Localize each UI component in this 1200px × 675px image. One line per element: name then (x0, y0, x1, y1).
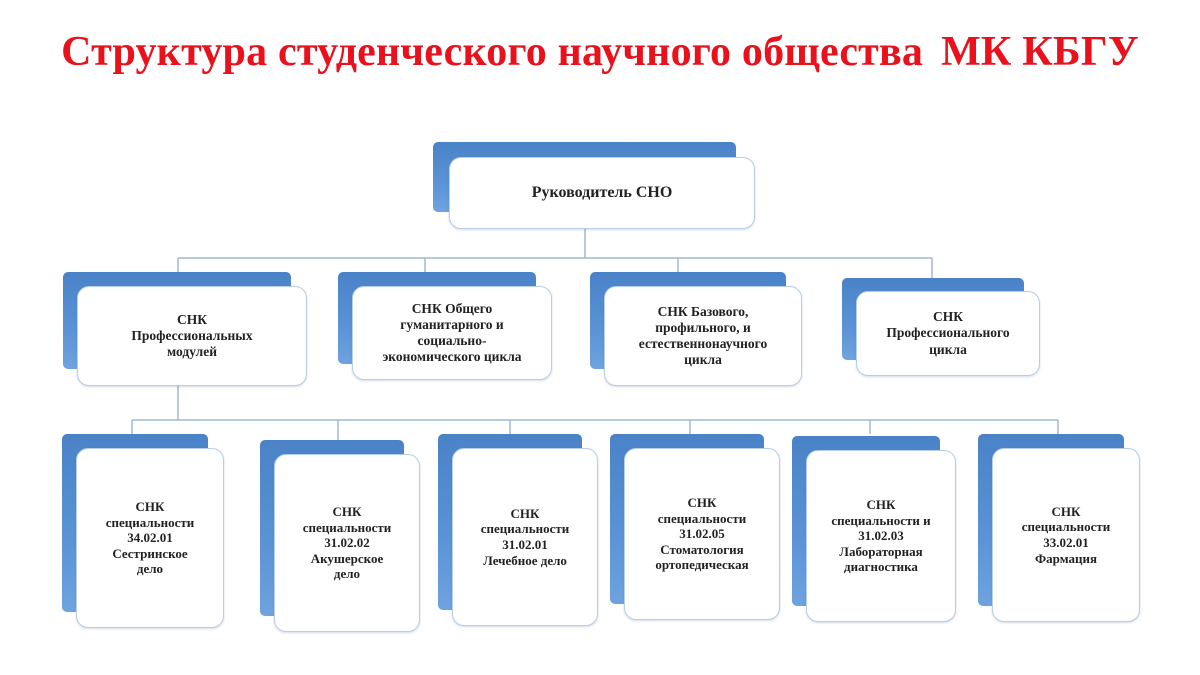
node-level1-prof-cycle: СНК Профессионального цикла (842, 278, 1040, 376)
node-root-box: Руководитель СНО (449, 157, 755, 229)
node-label: СНК специальности 34.02.01 Сестринское д… (105, 499, 195, 577)
node-box: СНК Профессиональных модулей (77, 286, 307, 386)
node-level2-orthopedic-dentistry: СНК специальности 31.02.05 Стоматология … (610, 434, 780, 620)
title-org: МК КБГУ (941, 29, 1139, 75)
node-box: СНК специальности и 31.02.03 Лабораторна… (806, 450, 956, 622)
node-label: СНК специальности 31.02.05 Стоматология … (655, 495, 749, 573)
node-box: СНК Общего гуманитарного и социально- эк… (352, 286, 552, 380)
node-label: СНК Базового, профильного, и естественно… (638, 303, 768, 368)
node-level2-obstetrics: СНК специальности 31.02.02 Акушерское де… (260, 440, 420, 632)
node-label: СНК Профессиональных модулей (131, 311, 253, 360)
node-label: СНК Общего гуманитарного и социально- эк… (382, 300, 522, 365)
node-root: Руководитель СНО (433, 142, 755, 229)
node-label: СНК специальности 33.02.01 Фармация (1021, 503, 1111, 566)
node-box: СНК специальности 31.02.05 Стоматология … (624, 448, 780, 620)
node-box: СНК специальности 33.02.01 Фармация (992, 448, 1140, 622)
node-label: СНК специальности 31.02.02 Акушерское де… (302, 504, 392, 582)
node-box: СНК специальности 31.02.01 Лечебное дело (452, 448, 598, 626)
node-level2-pharmacy: СНК специальности 33.02.01 Фармация (978, 434, 1140, 622)
node-root-label: Руководитель СНО (531, 184, 673, 202)
node-level1-basic-profile: СНК Базового, профильного, и естественно… (590, 272, 802, 386)
node-label: СНК Профессионального цикла (886, 309, 1010, 357)
node-level2-general-medicine: СНК специальности 31.02.01 Лечебное дело (438, 434, 598, 626)
node-box: СНК Базового, профильного, и естественно… (604, 286, 802, 386)
node-box: СНК специальности 34.02.01 Сестринское д… (76, 448, 224, 628)
node-level1-humanitarian: СНК Общего гуманитарного и социально- эк… (338, 272, 552, 380)
node-level1-prof-modules: СНК Профессиональных модулей (63, 272, 307, 386)
node-level2-laboratory-diagnostics: СНК специальности и 31.02.03 Лабораторна… (792, 436, 956, 622)
title-main: Структура студенческого научного обществ… (61, 29, 924, 75)
node-box: СНК специальности 31.02.02 Акушерское де… (274, 454, 420, 632)
page-title: Структура студенческого научного обществ… (0, 28, 1200, 76)
node-box: СНК Профессионального цикла (856, 291, 1040, 376)
node-level2-nursing: СНК специальности 34.02.01 Сестринское д… (62, 434, 224, 628)
node-label: СНК специальности 31.02.01 Лечебное дело (480, 505, 570, 568)
node-label: СНК специальности и 31.02.03 Лабораторна… (831, 497, 931, 575)
